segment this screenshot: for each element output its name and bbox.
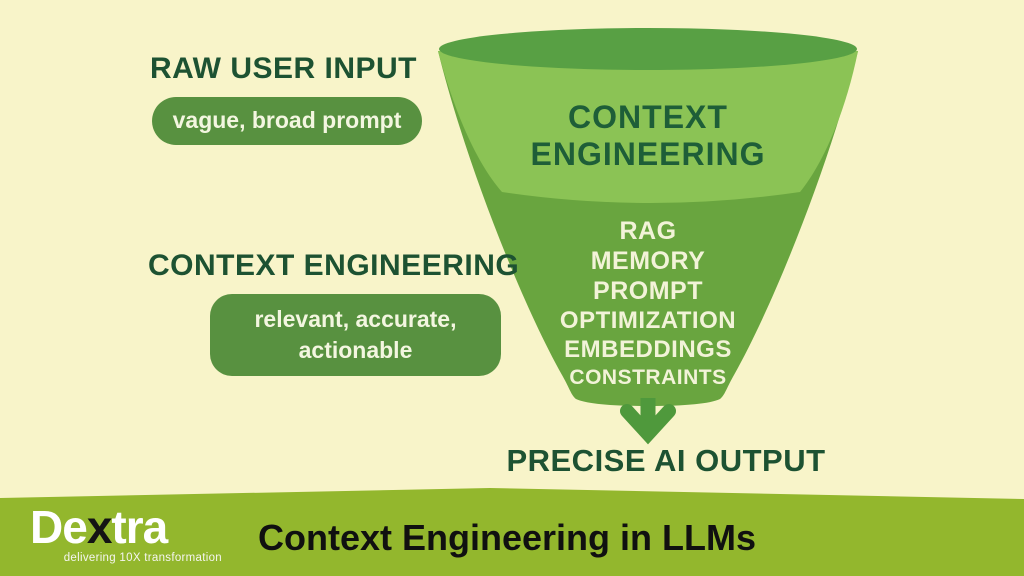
funnel-title-line1: CONTEXT (568, 99, 728, 135)
precise-ai-output-heading: PRECISE AI OUTPUT (506, 443, 826, 478)
logo-tagline: delivering 10X transformation (63, 552, 222, 564)
context-engineering-heading: CONTEXT ENGINEERING (148, 249, 520, 282)
funnel-item: RAG (619, 217, 677, 245)
funnel-title: CONTEXT ENGINEERING (530, 99, 765, 173)
dextra-logo: Dextra (30, 501, 168, 553)
context-box-line1: relevant, accurate, (254, 305, 457, 332)
raw-user-input-pill-label: vague, broad prompt (172, 107, 402, 134)
funnel-item: OPTIMIZATION (559, 307, 737, 334)
funnel-item: CONSTRAINTS (569, 366, 727, 389)
footer-band (0, 488, 1024, 576)
logo-part1: De (30, 501, 88, 553)
context-engineering-box: relevant, accurate, actionable (210, 294, 501, 376)
funnel-item: PROMPT (593, 277, 703, 305)
funnel-rim-ellipse (439, 28, 857, 70)
funnel-upper-band (438, 51, 858, 203)
footer-title: Context Engineering in LLMs (257, 517, 757, 558)
down-arrow-icon (620, 398, 676, 445)
funnel-item: MEMORY (590, 247, 706, 275)
funnel-item: EMBEDDINGS (564, 336, 732, 363)
raw-user-input-heading: RAW USER INPUT (150, 52, 418, 85)
down-arrow-head (620, 404, 676, 445)
context-box-line2: actionable (298, 337, 413, 363)
raw-user-input-pill: vague, broad prompt (152, 97, 422, 145)
funnel-title-line2: ENGINEERING (530, 136, 766, 172)
logo-x: x (86, 501, 113, 553)
funnel-item-list: RAG MEMORY PROMPT OPTIMIZATION EMBEDDING… (560, 216, 736, 392)
logo-part2: tra (111, 501, 168, 553)
